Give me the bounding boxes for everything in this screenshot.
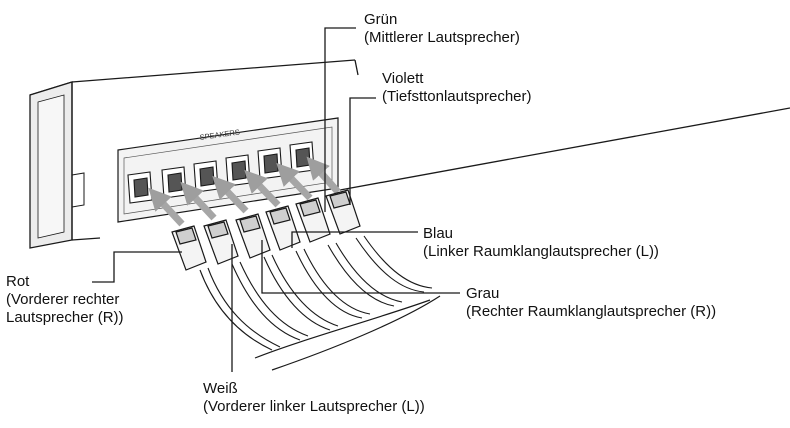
label-violet-desc: (Tiefsttonlautsprecher): [382, 88, 532, 105]
leader-violet: [349, 97, 376, 205]
arrow-front-r: [148, 187, 185, 227]
label-red: Rot (Vorderer rechter Lautsprecher (R)): [6, 273, 124, 327]
socket-subwoofer: [289, 141, 315, 174]
plug-white: [203, 219, 239, 265]
label-green-desc: (Mittlerer Lautsprecher): [364, 29, 520, 46]
speaker-cables: [199, 235, 441, 371]
leader-green: [324, 27, 356, 212]
socket-front-r: [127, 171, 153, 204]
label-blue-desc: (Linker Raumklanglautsprecher (L)): [423, 243, 659, 260]
speaker-plugs: [171, 189, 361, 271]
label-white-desc: (Vorderer linker Lautsprecher (L)): [203, 398, 425, 415]
label-white-color: Weiß: [203, 380, 238, 397]
arrow-surround-r: [276, 162, 313, 201]
leader-red: [92, 251, 182, 283]
plug-grey: [295, 197, 331, 243]
label-blue: Blau (Linker Raumklanglautsprecher (L)): [423, 225, 659, 261]
plug-red: [171, 225, 207, 271]
plug-violet: [325, 189, 361, 235]
label-violet-color: Violett: [382, 70, 424, 87]
plug-green: [235, 213, 271, 259]
leader-grey: [261, 240, 460, 294]
leader-blue: [291, 231, 418, 248]
socket-front-l: [161, 166, 187, 199]
label-red-desc-2: Lautsprecher (R)): [6, 309, 124, 326]
label-red-color: Rot: [6, 273, 30, 290]
label-grey-desc: (Rechter Raumklanglautsprecher (R)): [466, 303, 717, 320]
socket-surround-r: [257, 147, 283, 180]
arrow-surround-l: [244, 169, 281, 208]
label-white: Weiß (Vorderer linker Lautsprecher (L)): [203, 380, 425, 416]
label-violet: Violett (Tiefsttonlautsprecher): [382, 70, 532, 106]
label-red-desc-1: (Vorderer rechter: [6, 291, 120, 308]
av-receiver-rear: [29, 59, 790, 249]
label-grey-color: Grau: [466, 285, 500, 302]
plug-blue: [265, 205, 301, 251]
label-blue-color: Blau: [423, 225, 454, 242]
label-grey: Grau (Rechter Raumklanglautsprecher (R)): [466, 285, 716, 321]
arrow-subwoofer: [306, 156, 341, 195]
socket-surround-l: [225, 154, 251, 187]
label-green-color: Grün: [364, 11, 398, 28]
label-green: Grün (Mittlerer Lautsprecher): [364, 11, 520, 47]
callout-lines: [92, 27, 460, 372]
socket-center: [193, 160, 219, 193]
arrow-center: [212, 175, 249, 214]
arrow-front-l: [180, 181, 217, 221]
insertion-arrows: [148, 156, 341, 227]
